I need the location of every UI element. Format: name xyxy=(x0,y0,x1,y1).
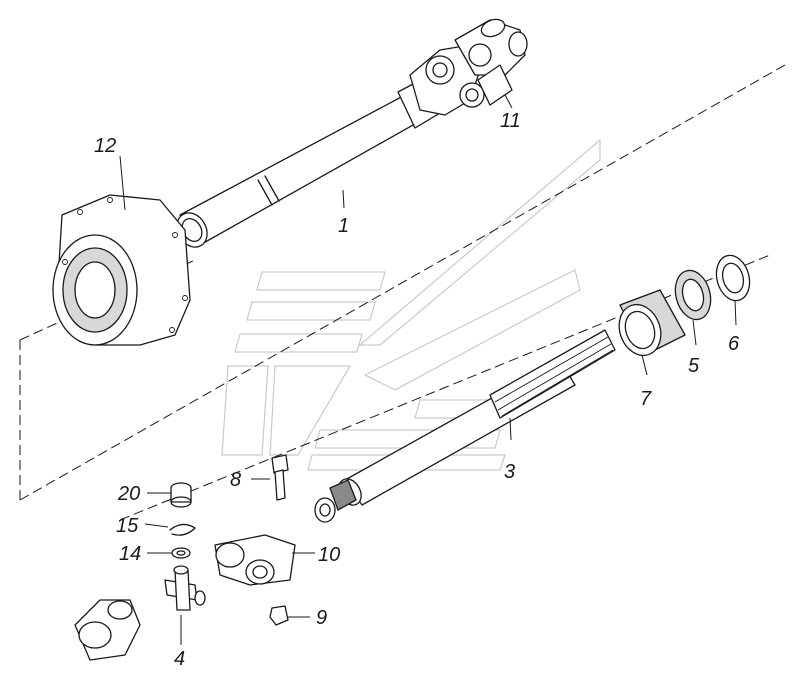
washer-part xyxy=(171,547,191,559)
spider-cross-part xyxy=(164,565,206,611)
sleeve-part xyxy=(618,289,686,357)
callout-9: 9 xyxy=(316,607,327,629)
callout-20: 20 xyxy=(117,483,140,505)
yoke-part xyxy=(214,534,296,586)
callout-12: 12 xyxy=(94,135,116,157)
callout-labels: 12 1 11 3 7 5 6 8 20 15 14 10 9 4 xyxy=(94,110,740,670)
snap-ring-part xyxy=(169,523,196,536)
splined-shaft-part xyxy=(314,329,616,523)
callout-14: 14 xyxy=(119,543,141,565)
watermark-logo xyxy=(221,138,601,471)
lock-washer-part xyxy=(715,254,751,302)
leader-lines xyxy=(119,94,737,645)
flange-housing-part xyxy=(52,194,191,346)
nut-part xyxy=(269,605,289,626)
callout-3: 3 xyxy=(504,461,515,483)
universal-joint-part xyxy=(409,18,528,116)
callout-4: 4 xyxy=(174,648,185,670)
callout-6: 6 xyxy=(728,333,740,355)
seal-ring-part xyxy=(674,269,712,321)
callout-11: 11 xyxy=(500,110,521,132)
callout-15: 15 xyxy=(116,515,139,537)
callout-5: 5 xyxy=(688,355,700,377)
callout-10: 10 xyxy=(318,544,340,566)
callout-1: 1 xyxy=(338,215,349,237)
callout-8: 8 xyxy=(230,469,241,491)
mating-yoke-part xyxy=(74,599,141,661)
shaft-tube-part xyxy=(176,74,446,248)
callout-7: 7 xyxy=(640,388,652,410)
bushing-part xyxy=(170,482,192,508)
bolt-part xyxy=(271,454,289,501)
